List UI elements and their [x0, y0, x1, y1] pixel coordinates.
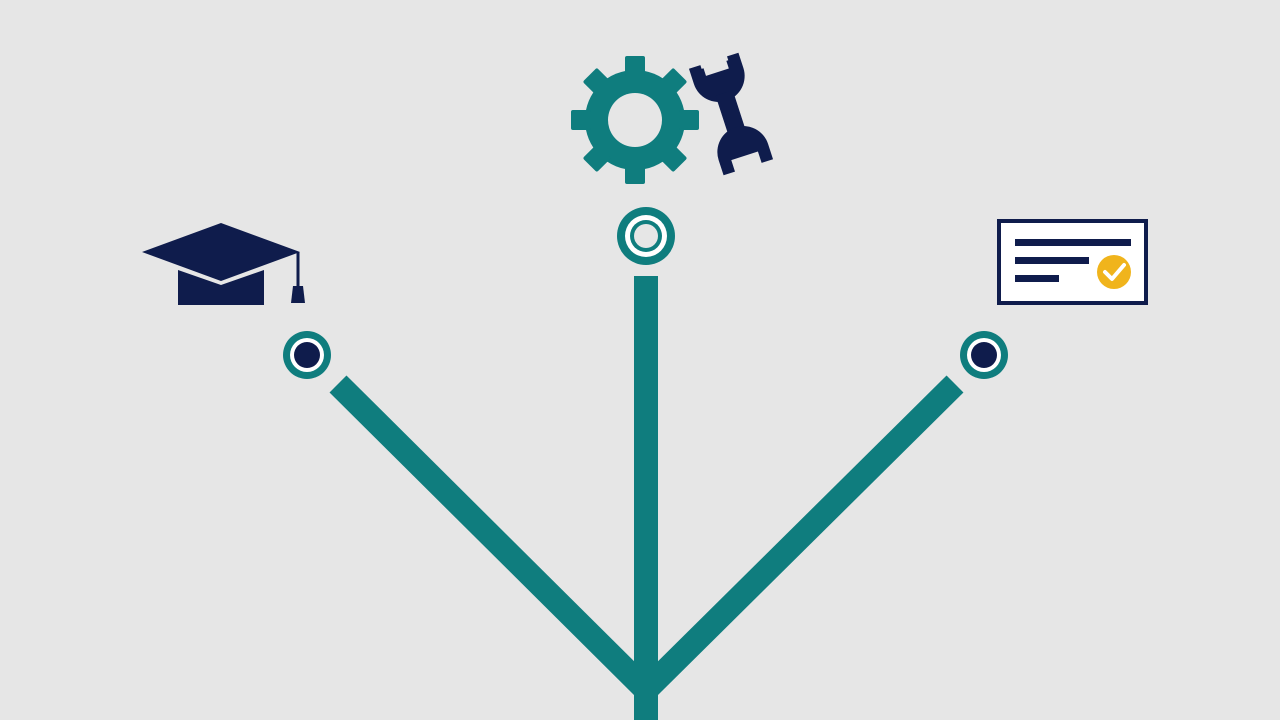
node-left — [283, 331, 331, 379]
branch-line-left — [329, 375, 655, 699]
graduation-cap-icon — [142, 223, 305, 305]
branch-lines — [329, 276, 964, 720]
certificate-icon — [997, 219, 1148, 305]
gear-icon — [571, 56, 699, 184]
node-center — [617, 207, 675, 265]
wrench-icon — [688, 52, 774, 176]
check-badge-icon — [1097, 255, 1131, 289]
node-right — [960, 331, 1008, 379]
branch-line-right — [637, 375, 964, 699]
